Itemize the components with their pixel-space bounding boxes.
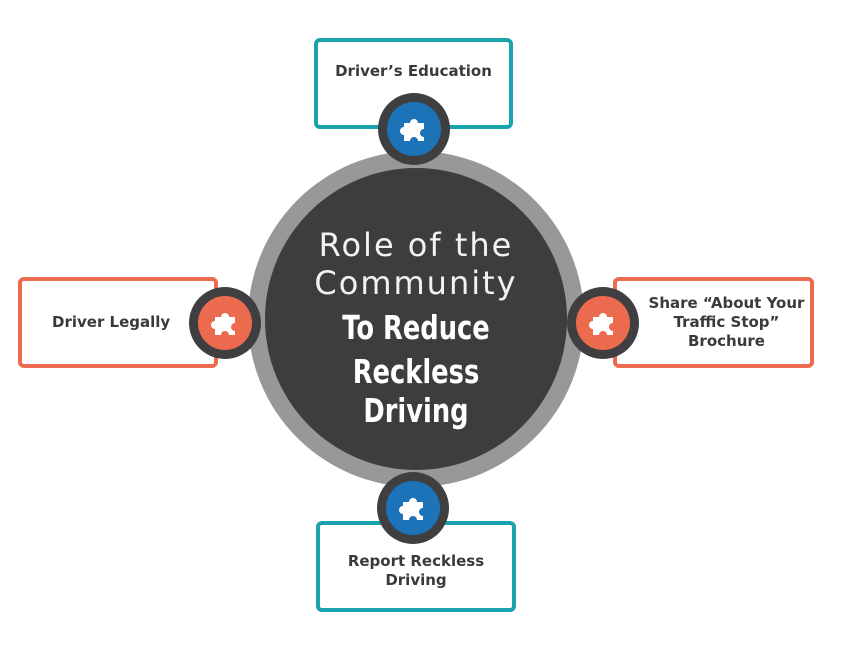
center-title-line-1: Role of the xyxy=(318,226,514,264)
item-label-report-reckless-driving: Report Reckless Driving xyxy=(347,552,485,589)
connector-node-left xyxy=(189,287,261,359)
connector-node-right xyxy=(567,287,639,359)
item-label-drivers-education: Driver’s Education xyxy=(335,62,492,80)
center-hub xyxy=(265,168,567,470)
puzzle-piece-icon xyxy=(589,313,613,335)
puzzle-piece-icon xyxy=(400,119,424,141)
puzzle-piece-icon xyxy=(399,498,423,520)
center-subtitle-line-2: Reckless Driving xyxy=(352,352,480,430)
center-subtitle-line-1: To Reduce xyxy=(342,308,490,347)
item-label-share-brochure: Share “About Your Traffic Stop” Brochure xyxy=(648,294,805,350)
puzzle-piece-icon xyxy=(211,313,235,335)
item-box-driver-legally: Driver Legally xyxy=(18,277,218,368)
center-title-line-2: Community xyxy=(314,264,518,302)
item-box-share-brochure: Share “About Your Traffic Stop” Brochure xyxy=(613,277,814,368)
connector-node-top xyxy=(378,93,450,165)
connector-node-bottom xyxy=(377,472,449,544)
center-hub-text: Role of the Community To Reduce Reckless… xyxy=(265,168,567,470)
item-label-driver-legally: Driver Legally xyxy=(52,313,171,331)
